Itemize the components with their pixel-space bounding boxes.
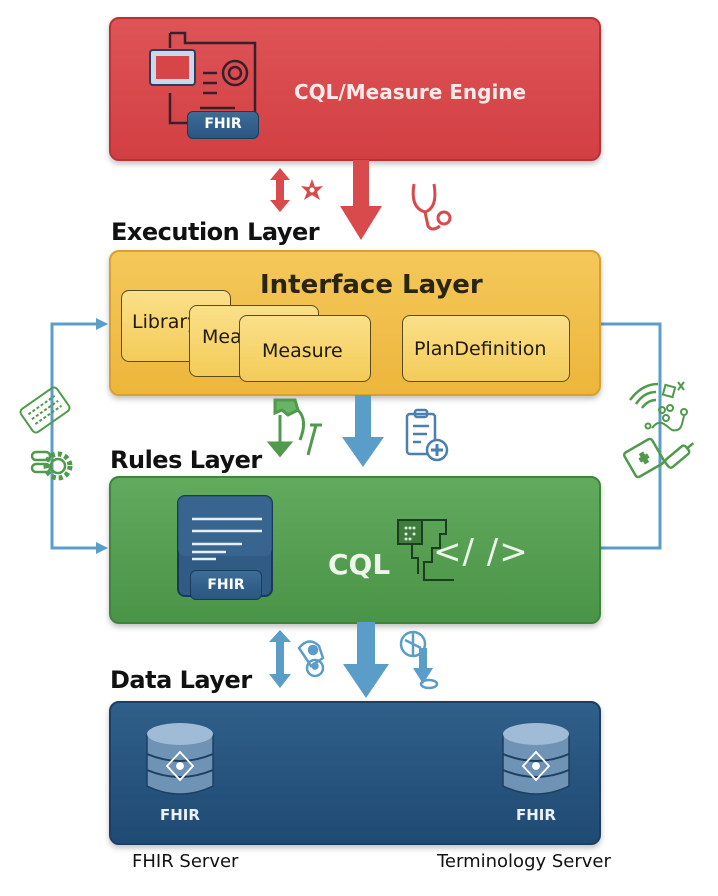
device-icon	[149, 31, 257, 125]
down-arrow-main	[343, 622, 389, 698]
left-connector-arrow-top	[96, 318, 108, 330]
medical-kit-icon	[622, 437, 666, 479]
down-arrow-main	[340, 160, 382, 240]
keyboard-icon	[19, 386, 71, 434]
double-arrow-icon	[270, 168, 290, 212]
data-layer-label: Data Layer	[110, 666, 252, 694]
left-connector-arrow-bottom	[96, 542, 108, 554]
circuit-board-icon	[397, 519, 454, 581]
execution-layer-label: Execution Layer	[111, 218, 320, 246]
terminology-server-caption: Terminology Server	[437, 851, 611, 872]
asterisk-icon	[301, 179, 323, 200]
terminology-server-database-icon[interactable]	[501, 722, 571, 802]
code-symbol-icon: </ />	[433, 532, 529, 572]
right-side-icons	[622, 381, 695, 479]
execution-connectors	[270, 160, 452, 240]
engine-fhir-badge: FHIR	[187, 111, 259, 139]
down-arrow-main	[342, 395, 384, 467]
left-side-icons	[19, 386, 73, 481]
cql-label: CQL	[328, 548, 391, 581]
stethoscope-icon	[411, 183, 452, 231]
fhir-server-caption: FHIR Server	[132, 851, 239, 872]
rules-connectors	[266, 395, 449, 467]
tools-download-icon	[266, 398, 322, 458]
double-arrow-icon	[269, 630, 291, 688]
rules-fhir-badge: FHIR	[190, 570, 262, 600]
wifi-icon	[629, 382, 659, 409]
terminology-server-badge: FHIR	[516, 806, 556, 824]
network-download-icon	[399, 630, 439, 690]
server-stack-icon	[30, 450, 52, 474]
network-graph-icon	[644, 381, 688, 432]
left-connector	[50, 322, 104, 550]
data-connectors	[269, 622, 439, 698]
rules-layer-label: Rules Layer	[110, 446, 262, 474]
fhir-server-badge: FHIR	[160, 806, 200, 824]
right-connector	[601, 322, 662, 550]
location-pin-icon	[297, 640, 325, 678]
fhir-server-database-icon[interactable]	[145, 722, 215, 802]
measure-card-front[interactable]: Measure	[239, 315, 371, 382]
gear-icon	[43, 451, 73, 481]
plandefinition-card[interactable]: PlanDefinition	[402, 315, 570, 382]
interface-layer-title: Interface Layer	[260, 270, 483, 300]
syringe-icon	[664, 442, 695, 469]
clipboard-add-icon	[405, 408, 449, 462]
engine-title: CQL/Measure Engine	[294, 80, 527, 104]
